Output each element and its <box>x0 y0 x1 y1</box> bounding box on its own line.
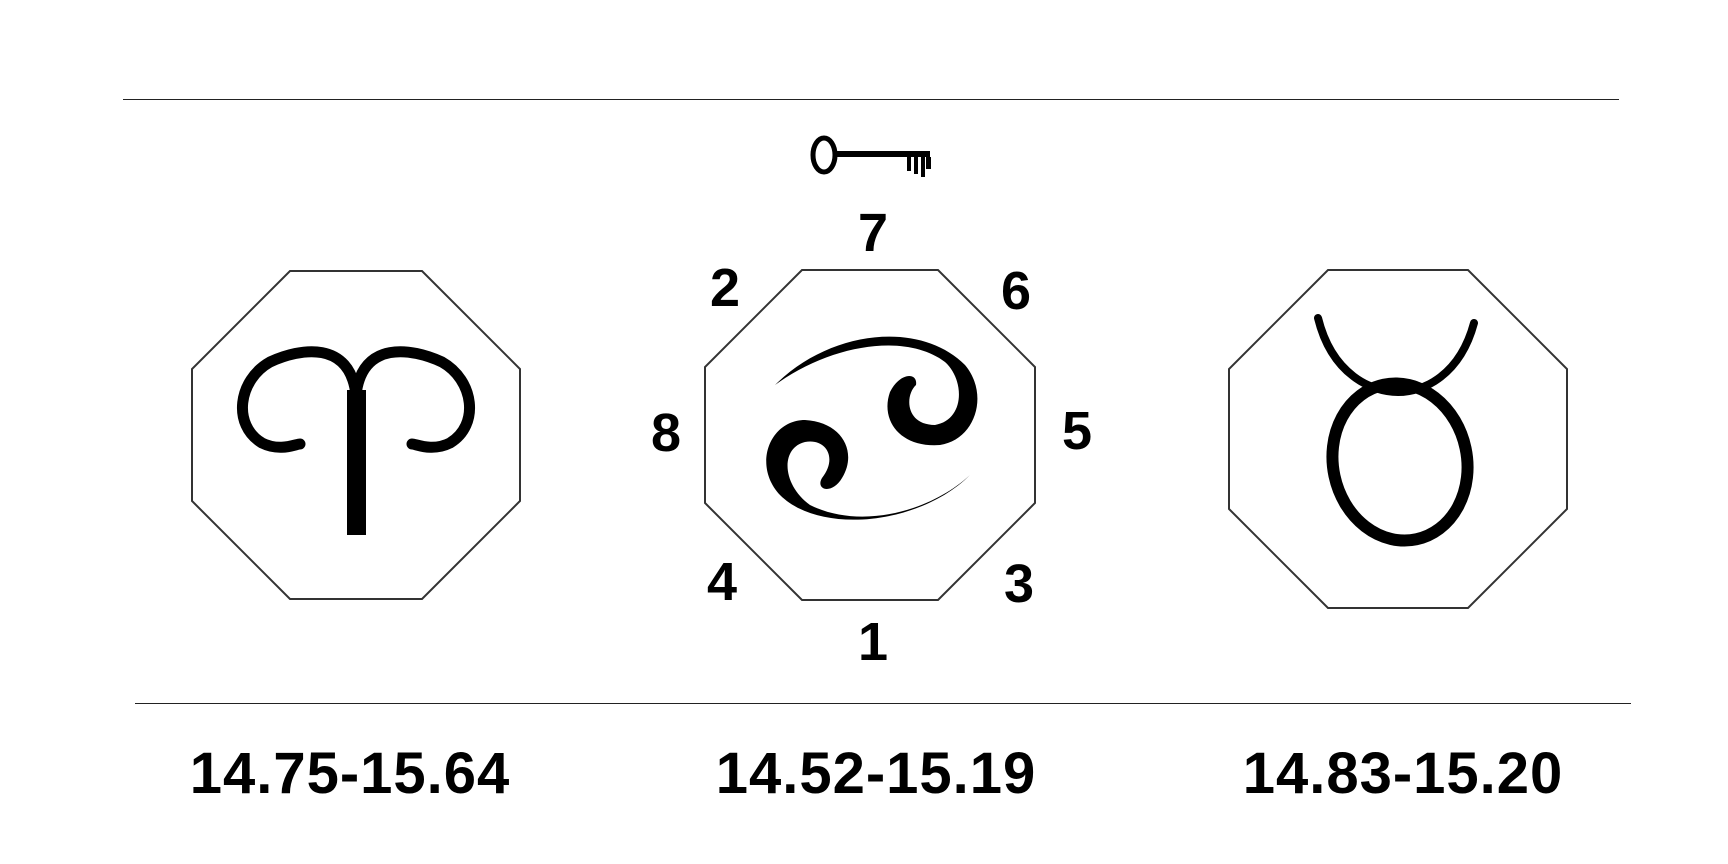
cancer-octagon <box>704 269 1036 601</box>
position-number-bottom-right: 3 <box>1003 554 1035 614</box>
position-number-bottom-left: 4 <box>706 552 738 612</box>
position-number-top-right: 6 <box>1000 261 1032 321</box>
range-label-cancer: 14.52-15.19 <box>715 741 1037 806</box>
position-number-top-left: 2 <box>709 258 741 318</box>
cancer-icon <box>766 336 978 520</box>
aries-icon <box>236 346 476 535</box>
position-number-right: 5 <box>1061 401 1093 461</box>
position-number-top: 7 <box>857 203 889 263</box>
position-number-left: 8 <box>650 403 682 463</box>
taurus-octagon <box>1228 269 1568 609</box>
bottom-divider <box>135 703 1631 704</box>
range-label-aries: 14.75-15.64 <box>189 741 511 806</box>
range-label-taurus: 14.83-15.20 <box>1242 741 1564 806</box>
taurus-icon <box>1314 314 1478 547</box>
key-icon <box>810 135 931 177</box>
position-number-bottom: 1 <box>857 612 889 672</box>
top-divider <box>123 99 1619 100</box>
